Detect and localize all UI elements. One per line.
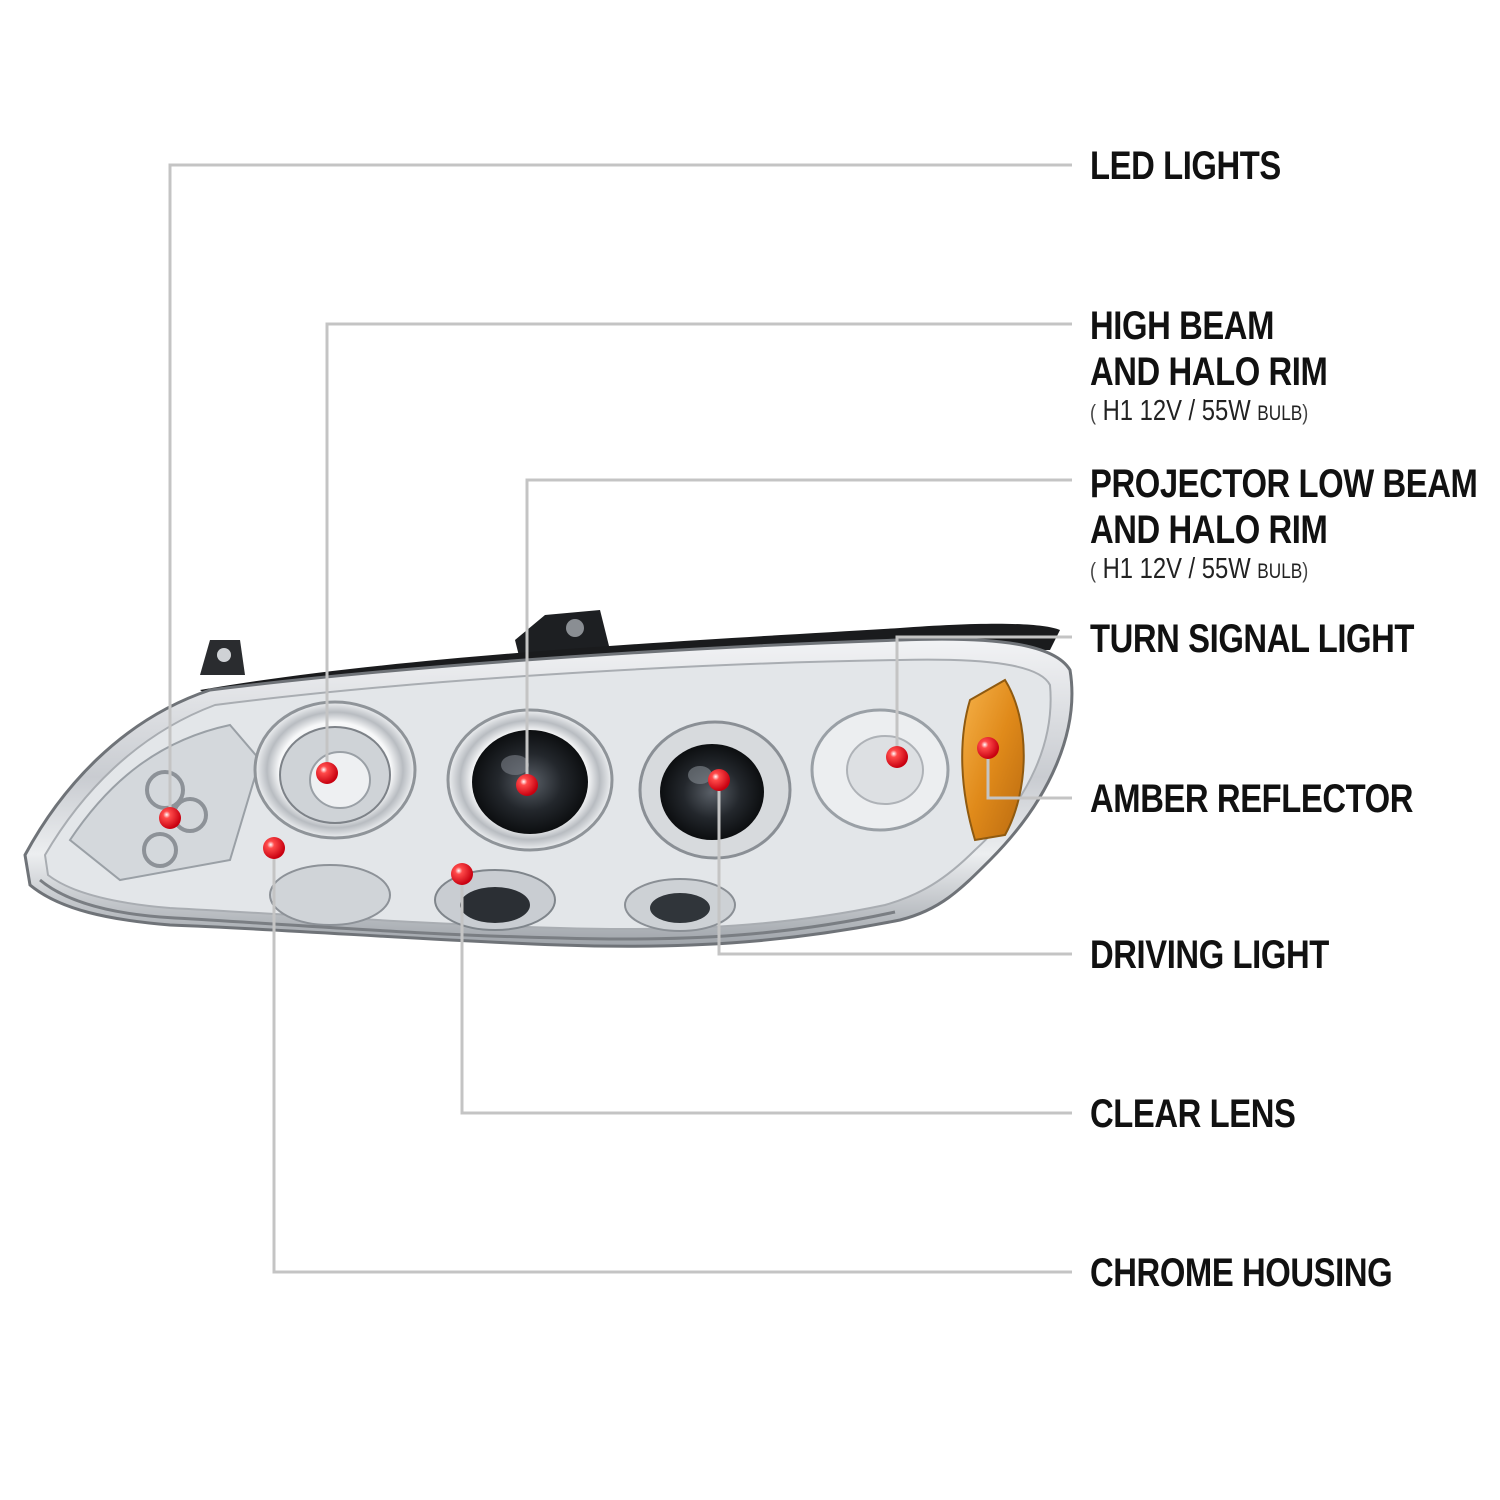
label-projector-line2: AND HALO RIM xyxy=(1090,508,1328,552)
callout-chrome-housing: CHROME HOUSING xyxy=(1090,1250,1459,1296)
callout-amber-reflector: AMBER REFLECTOR xyxy=(1090,776,1484,822)
label-high-beam-line1: HIGH BEAM xyxy=(1090,304,1275,348)
marker-clear-lens xyxy=(451,863,473,885)
marker-projector-low-beam xyxy=(516,774,538,796)
headlight-image xyxy=(23,610,1074,948)
leader-driving-light xyxy=(717,780,1072,956)
label-clear-lens: CLEAR LENS xyxy=(1090,1092,1296,1136)
leader-projector-low-beam xyxy=(525,478,1072,785)
label-amber-reflector: AMBER REFLECTOR xyxy=(1090,777,1414,821)
spec-high-beam-wattage: 55W xyxy=(1201,395,1251,427)
leader-amber-reflector xyxy=(986,748,1072,800)
marker-chrome-housing xyxy=(263,837,285,859)
spec-projector-bulb: H1 xyxy=(1102,553,1134,585)
leader-led-lights xyxy=(168,163,1072,818)
leader-lines xyxy=(168,163,1072,1274)
spec-projector: ( H1 12V / 55W BULB) xyxy=(1090,553,1309,585)
marker-amber-reflector xyxy=(977,737,999,759)
callout-projector-low-beam: PROJECTOR LOW BEAM AND HALO RIM ( H1 12V… xyxy=(1090,461,1500,588)
marker-high-beam xyxy=(316,762,338,784)
leader-chrome-housing xyxy=(272,848,1072,1274)
label-high-beam-line2: AND HALO RIM xyxy=(1090,350,1328,394)
spec-high-beam-bulb: H1 xyxy=(1102,395,1134,427)
spec-high-beam-unit: BULB xyxy=(1257,402,1303,425)
callout-clear-lens: CLEAR LENS xyxy=(1090,1091,1341,1137)
callout-driving-light: DRIVING LIGHT xyxy=(1090,932,1381,978)
leader-turn-signal xyxy=(895,635,1072,757)
spec-high-beam-voltage: 12V xyxy=(1139,395,1182,427)
label-driving-light: DRIVING LIGHT xyxy=(1090,933,1329,977)
leader-high-beam xyxy=(325,322,1072,773)
marker-driving-light xyxy=(708,769,730,791)
callout-high-beam: HIGH BEAM AND HALO RIM ( H1 12V / 55W BU… xyxy=(1090,303,1380,430)
label-chrome-housing: CHROME HOUSING xyxy=(1090,1251,1393,1295)
label-projector-line1: PROJECTOR LOW BEAM xyxy=(1090,462,1478,506)
spec-high-beam: ( H1 12V / 55W BULB) xyxy=(1090,395,1309,427)
callout-led-lights: LED LIGHTS xyxy=(1090,143,1323,189)
leader-clear-lens xyxy=(460,874,1072,1115)
spec-projector-voltage: 12V xyxy=(1139,553,1182,585)
marker-led-lights xyxy=(159,807,181,829)
marker-turn-signal xyxy=(886,746,908,768)
callout-markers xyxy=(159,737,999,885)
label-turn-signal: TURN SIGNAL LIGHT xyxy=(1090,617,1415,661)
spec-projector-wattage: 55W xyxy=(1201,553,1251,585)
callout-turn-signal: TURN SIGNAL LIGHT xyxy=(1090,616,1485,662)
spec-projector-unit: BULB xyxy=(1257,560,1303,583)
label-led-lights: LED LIGHTS xyxy=(1090,144,1281,188)
